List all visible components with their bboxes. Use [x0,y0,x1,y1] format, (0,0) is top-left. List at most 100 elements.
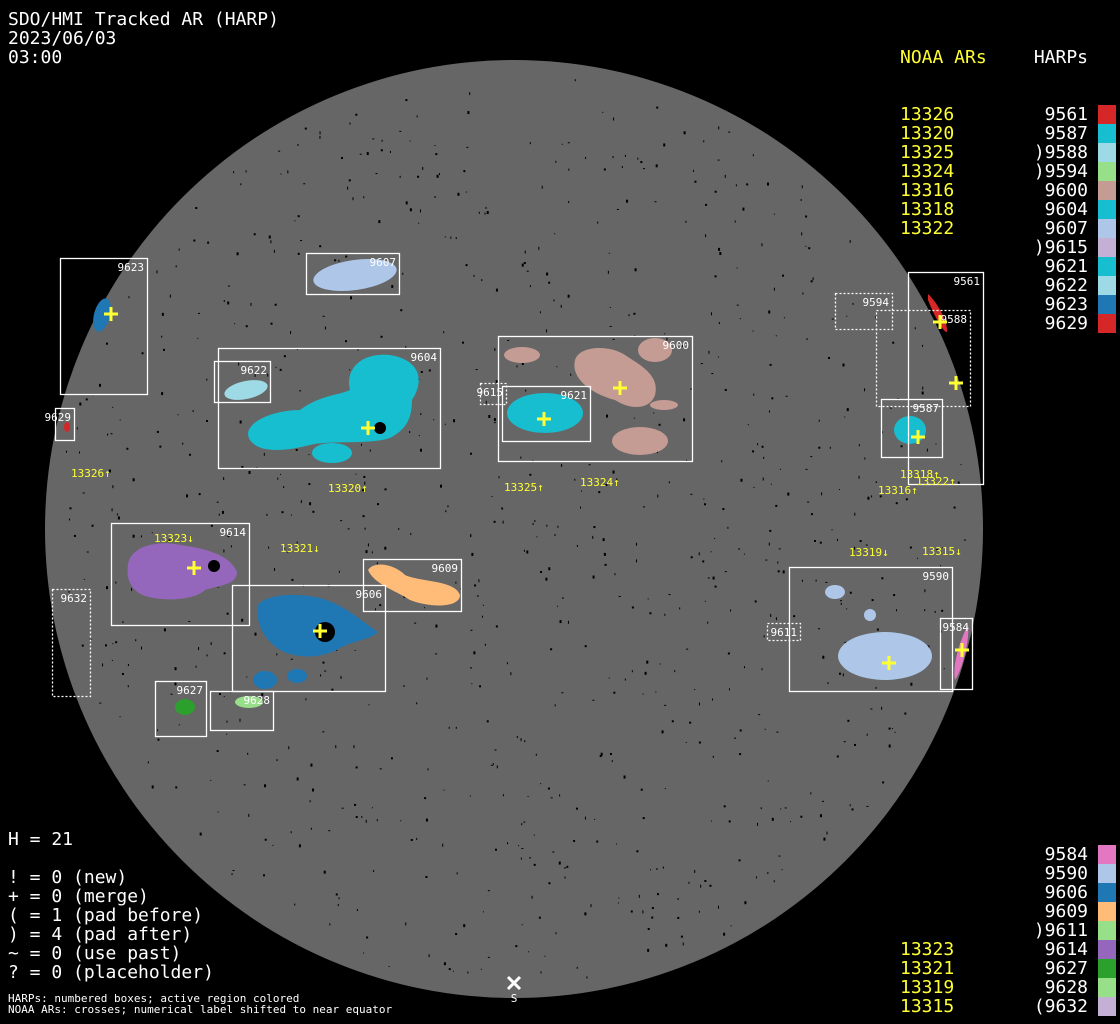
speck [192,410,194,413]
speck [363,196,365,199]
noaa-cross-icon [613,381,627,395]
speck [263,452,265,456]
harp-color-swatch [1098,295,1116,314]
speck [470,629,473,631]
noaa-label-13324: 13324↑ [580,476,620,489]
speck [102,663,104,667]
speck [588,464,591,466]
speck [683,131,686,135]
speck [767,780,769,782]
speck [438,173,440,176]
noaa-cross-icon [313,624,327,638]
speck [474,584,477,587]
speck [752,154,754,157]
speck [219,693,222,696]
speck [379,768,382,770]
speck [448,726,450,729]
speck [693,169,695,172]
speck [800,199,802,202]
speck [400,309,403,312]
speck [746,183,749,186]
speck [941,609,944,612]
speck [457,192,460,196]
speck [365,550,368,554]
speck [717,905,719,909]
speck [482,604,484,606]
speck [559,794,561,797]
speck [604,563,607,566]
speck [91,524,94,527]
noaa-cross-icon [955,643,969,657]
speck [592,575,595,579]
speck [434,145,436,147]
harp-box-9622 [213,360,272,404]
noaa-number: 13316 [900,180,955,201]
speck [322,315,325,317]
speck [662,866,664,869]
speck [86,551,89,553]
speck [455,581,457,584]
speck [613,691,616,694]
speck [131,587,133,591]
speck [685,742,687,744]
speck [714,275,717,278]
region-9590-c [864,609,876,621]
speck [111,659,113,661]
speck [894,731,896,733]
speck [756,822,758,826]
speck [443,962,446,966]
speck [535,753,537,756]
speck [586,976,588,979]
harp-box-9632 [51,588,92,698]
speck [664,613,666,616]
speck [757,443,759,446]
harp-number: 9614 [1044,939,1088,960]
speck [308,483,311,486]
harp-box-label: 9606 [356,588,383,601]
speck [555,932,557,935]
speck [435,624,438,628]
speck [495,380,498,384]
speck [221,510,224,514]
speck [700,884,702,888]
speck [283,355,286,358]
speck [170,693,173,695]
speck [216,501,219,503]
speck [567,620,569,624]
speck [867,496,870,500]
legend-row: 9621 [900,257,1116,276]
speck [677,897,679,900]
speck [384,488,387,491]
speck [682,942,684,946]
speck [640,161,643,164]
speck [361,815,363,818]
speck [661,730,664,734]
harp-number: )9615 [1033,237,1088,258]
status-count-line: + = 0 (merge) [8,886,149,907]
speck [324,326,326,330]
speck [538,246,540,250]
speck [635,559,637,563]
speck [178,724,180,726]
speck [264,784,267,788]
speck [704,600,706,602]
speck [728,131,731,133]
speck [839,489,841,491]
speck [683,418,686,422]
speck [495,288,498,292]
noaa-label-13323: 13323↓ [154,532,194,545]
speck [608,252,610,254]
speck [445,510,447,513]
speck [452,970,454,972]
speck [347,528,350,530]
speck [640,788,643,791]
harp-color-swatch [1098,105,1116,124]
speck [308,454,310,456]
speck [769,363,772,366]
speck [631,670,633,673]
speck [664,704,667,706]
